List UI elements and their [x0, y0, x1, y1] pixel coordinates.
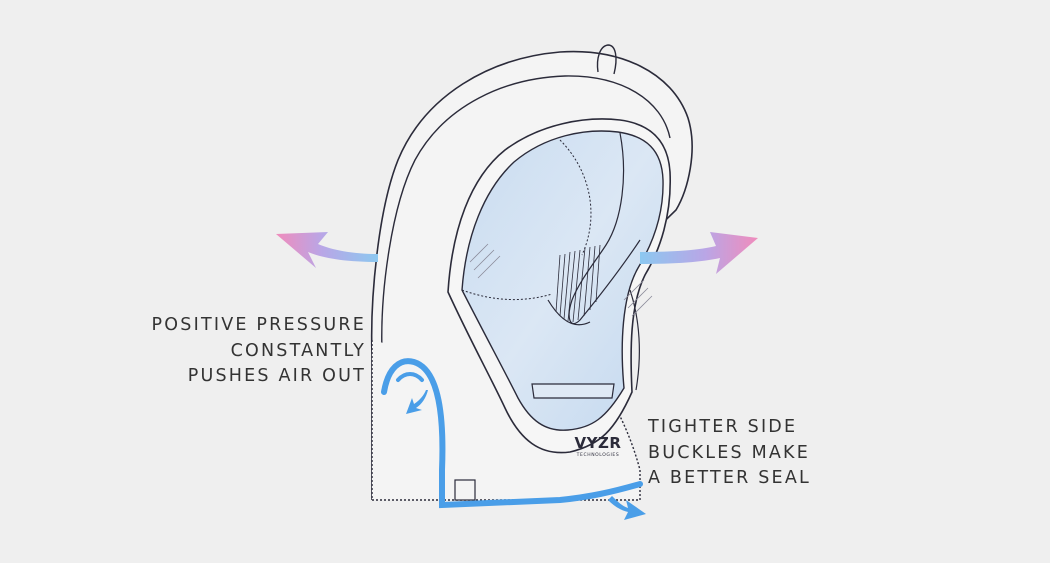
callout-right-line-3: A BETTER SEAL	[648, 468, 811, 488]
top-loop-icon	[596, 44, 617, 75]
visor-hatch-left	[469, 243, 501, 279]
callout-right-line-2: BUCKLES MAKE	[648, 442, 810, 463]
callout-left-line-1: POSITIVE PRESSURE	[151, 315, 366, 335]
visor-right-panel	[629, 289, 640, 391]
airflow-arrow-left-out	[276, 232, 378, 268]
hood-shell-inner-rim	[381, 75, 671, 353]
callout-positive-pressure: POSITIVE PRESSURE CONSTANTLY PUSHES AIR …	[152, 313, 366, 390]
airflow-arrow-right-out	[640, 232, 758, 274]
visor-hatch-right	[623, 279, 653, 317]
visor-inner-frame-left	[547, 299, 591, 326]
airflow-arrow-bottom-out-icon	[608, 496, 646, 520]
visor-seam-left	[461, 289, 553, 301]
brand-subtitle: TECHNOLOGIES	[576, 452, 620, 458]
chin-band	[531, 383, 615, 399]
callout-left-line-2: CONSTANTLY	[230, 340, 366, 361]
visor-inner-frame-right	[568, 132, 641, 325]
brand-logo: VYZR	[575, 434, 622, 452]
airflow-arrow-down-icon	[406, 390, 428, 414]
side-buckle	[454, 479, 476, 501]
callout-side-buckles: TIGHTER SIDE BUCKLES MAKE A BETTER SEAL	[648, 415, 811, 492]
airflow-loop-inner	[396, 372, 424, 382]
callout-left-line-3: PUSHES AIR OUT	[187, 366, 366, 386]
callout-right-line-1: TIGHTER SIDE	[648, 417, 798, 437]
visor-seam-curve	[559, 139, 592, 256]
mesh-vent	[555, 244, 601, 323]
airflow-loop	[381, 358, 643, 509]
